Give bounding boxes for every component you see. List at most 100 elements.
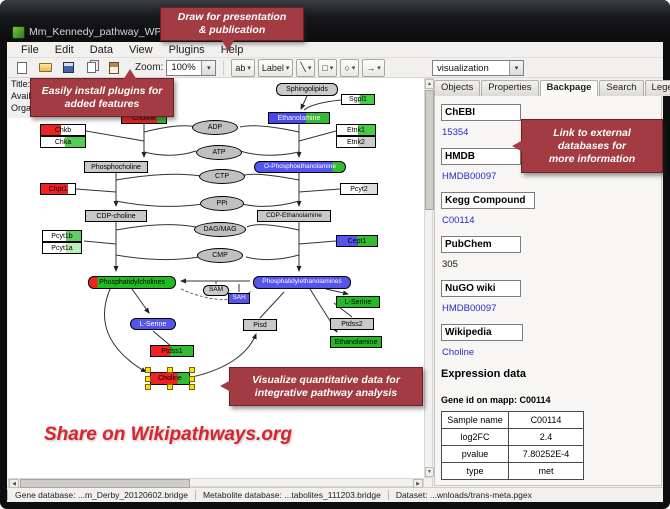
zoom-combobox[interactable]: 100% ▾ <box>166 59 217 76</box>
node-cdp-ethanolamine[interactable]: CDP-Ethanolamine <box>257 210 331 222</box>
callout-arrow-down-icon <box>221 39 235 51</box>
node-l-serine[interactable]: L-Serine <box>336 296 380 308</box>
copy-button[interactable] <box>81 59 101 76</box>
tool-button-0[interactable]: ab▾ <box>231 58 255 77</box>
backpage-section-wikipedia: Wikipedia <box>441 324 523 341</box>
node-sphingolipids[interactable]: Sphingolipids <box>276 83 338 96</box>
node-phosphocholine[interactable]: Phosphocholine <box>84 161 148 173</box>
node-ethanolamine[interactable]: Ethanolamine <box>268 112 330 124</box>
callout-arrow-left-icon <box>512 140 523 152</box>
node-dag-mag[interactable]: DAG/MAG <box>194 222 246 237</box>
node-adp[interactable]: ADP <box>192 120 238 135</box>
hmdb-value[interactable]: HMDB00097 <box>442 171 497 182</box>
node-phosphatidylcholines[interactable]: Phosphatidylcholines <box>88 276 176 289</box>
open-folder-icon <box>38 63 52 72</box>
tab-objects[interactable]: Objects <box>434 80 481 96</box>
table-cell: log2FC <box>441 428 509 446</box>
tab-legend[interactable]: Legend <box>644 80 670 96</box>
node-etnk2[interactable]: Etnk2 <box>336 136 376 148</box>
chebi-value[interactable]: 15354 <box>442 127 469 138</box>
selection-handle[interactable] <box>145 384 151 390</box>
selection-handle[interactable] <box>167 367 173 373</box>
tab-properties[interactable]: Properties <box>481 80 539 96</box>
tab-backpage[interactable]: Backpage <box>539 80 599 96</box>
node-chka[interactable]: Chka <box>40 136 86 148</box>
node-pcyt1b[interactable]: Pcyt1b <box>42 230 82 242</box>
node-sam[interactable]: SAM <box>203 285 229 296</box>
node-pcyt2[interactable]: Pcyt2 <box>340 183 378 195</box>
node-cept1[interactable]: Cept1 <box>336 235 378 247</box>
chevron-down-icon[interactable]: ▾ <box>201 60 216 75</box>
node-ptdss2[interactable]: Ptdss2 <box>330 318 374 330</box>
callout-draw: Draw for presentation& publication <box>160 7 304 51</box>
menu-item-plugins[interactable]: Plugins <box>168 43 205 56</box>
scroll-down-button[interactable]: ▼ <box>425 467 434 477</box>
visualization-combobox[interactable]: visualization ▾ <box>432 60 524 76</box>
node-phosphatidylethanolamines[interactable]: Phosphatidylethanolamines <box>253 276 351 289</box>
tool-button-4[interactable]: ○▾ <box>340 58 360 77</box>
node-chkb[interactable]: Chkb <box>40 124 86 136</box>
tab-search[interactable]: Search <box>599 80 644 96</box>
selection-handle[interactable] <box>189 384 195 390</box>
new-file-button[interactable] <box>12 59 32 76</box>
node-ethanolamine[interactable]: Ethanolamine <box>330 336 382 348</box>
horizontal-scroll-thumb[interactable] <box>20 479 190 488</box>
paste-button[interactable] <box>104 59 124 76</box>
chevron-down-icon: ▾ <box>351 64 356 72</box>
node-l-serine[interactable]: L-Serine <box>130 318 176 330</box>
node-ctp[interactable]: CTP <box>199 169 245 184</box>
node-chpt1[interactable]: Chpt1 <box>40 183 76 195</box>
info-label-title: Title: <box>11 79 31 89</box>
chevron-down-icon[interactable]: ▾ <box>509 61 523 75</box>
open-folder-button[interactable] <box>35 59 55 76</box>
menu-item-edit[interactable]: Edit <box>54 43 74 56</box>
tool-label: ab <box>235 62 246 73</box>
wikipedia-value[interactable]: Choline <box>442 347 475 358</box>
menu-item-data[interactable]: Data <box>89 43 113 56</box>
selection-handle[interactable] <box>167 384 173 390</box>
node-pisd[interactable]: Pisd <box>243 319 277 331</box>
menu-item-view[interactable]: View <box>128 43 153 56</box>
node-atp[interactable]: ATP <box>196 145 242 160</box>
title-bar[interactable]: Mm_Kennedy_pathway_WP1771_45176.gpml <box>0 0 670 42</box>
chevron-down-icon: ▾ <box>285 64 290 72</box>
status-item-0: Gene database: ...m_Derby_20120602.bridg… <box>7 490 195 500</box>
tool-button-1[interactable]: Label▾ <box>257 58 294 77</box>
table-cell: pvalue <box>441 445 509 463</box>
node-etnk1[interactable]: Etnk1 <box>336 124 376 136</box>
nugo-wiki-value[interactable]: HMDB00097 <box>442 303 497 314</box>
scroll-left-button[interactable]: ◀ <box>9 479 19 488</box>
menu-item-file[interactable]: File <box>21 43 39 56</box>
tool-button-3[interactable]: □▾ <box>318 58 338 77</box>
node-o-phosphoethanolamine[interactable]: O-Phosphoethanolamine <box>254 161 346 173</box>
node-pcyt1a[interactable]: Pcyt1a <box>42 242 82 254</box>
node-ptdss1[interactable]: Ptdss1 <box>150 345 194 357</box>
node-cdp-choline[interactable]: CDP-choline <box>85 210 147 222</box>
node-sgpl1[interactable]: Sgpl1 <box>341 94 375 105</box>
pubchem-value: 305 <box>442 259 458 270</box>
scroll-right-button[interactable]: ▶ <box>413 479 423 488</box>
save-button[interactable] <box>58 59 78 76</box>
node-ppi[interactable]: PPi <box>200 196 244 211</box>
node-sah[interactable]: SAH <box>228 293 250 304</box>
tool-button-5[interactable]: →▾ <box>362 58 385 77</box>
vertical-scrollbar[interactable]: ▲ ▼ <box>424 78 434 478</box>
horizontal-scrollbar[interactable]: ◀ ▶ <box>8 478 424 488</box>
selection-handle[interactable] <box>145 367 151 373</box>
copy-icon <box>86 62 96 73</box>
selection-handle[interactable] <box>189 367 195 373</box>
scroll-up-button[interactable]: ▲ <box>425 79 434 89</box>
kegg-compound-value[interactable]: C00114 <box>442 215 475 226</box>
table-cell: Sample name <box>441 411 509 429</box>
selection-handle[interactable] <box>189 375 195 382</box>
tool-button-2[interactable]: ╲▾ <box>296 58 316 77</box>
vertical-scroll-thumb[interactable] <box>425 90 434 210</box>
node-cmp[interactable]: CMP <box>197 248 243 263</box>
selection-handle[interactable] <box>145 375 151 382</box>
